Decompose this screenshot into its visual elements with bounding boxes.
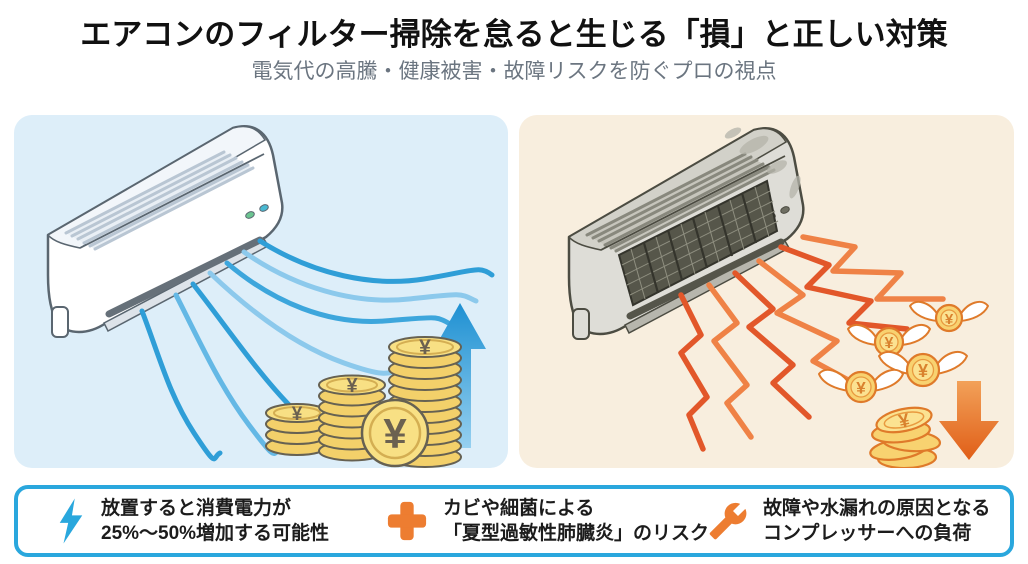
clean-ac-illustration: ¥ ¥ — [48, 126, 495, 468]
flying-coins: ¥ ¥ ¥ ¥ — [818, 300, 989, 404]
down-arrow-icon — [939, 381, 999, 460]
risk-summary-bar: 放置すると消費電力が 25%〜50%増加する可能性 カビや細菌による 「夏型過敏… — [14, 485, 1014, 557]
wrench-icon — [708, 501, 748, 541]
risk-item-health-text: カビや細菌による 「夏型過敏性肺臓炎」のリスク — [443, 498, 710, 544]
messy-coin-pile: ¥ — [869, 406, 942, 468]
clean-ac-panel: ¥ ¥ — [14, 115, 508, 468]
dirty-filter-mesh — [617, 179, 779, 307]
lightning-icon — [56, 498, 86, 544]
page-subtitle: 電気代の高騰・健康被害・故障リスクを防ぐプロの視点 — [251, 60, 777, 83]
cool-airflow-lines — [139, 238, 495, 462]
svg-text:¥: ¥ — [856, 379, 866, 398]
svg-text:¥: ¥ — [897, 410, 912, 433]
dirt-patches — [724, 127, 801, 199]
risk-item-power: 放置すると消費電力が 25%〜50%増加する可能性 — [56, 496, 386, 546]
header: エアコンのフィルター掃除を怠ると生じる「損」と正しい対策 電気代の高騰・健康被害… — [0, 0, 1028, 86]
svg-text:¥: ¥ — [383, 410, 407, 457]
svg-text:¥: ¥ — [346, 375, 358, 397]
coin-stacks: ¥ ¥ — [265, 336, 462, 468]
risk-item-health: カビや細菌による 「夏型過敏性肺臓炎」のリスク — [386, 496, 710, 546]
risk-item-breakdown-text: 故障や水漏れの原因となる コンプレッサーへの負荷 — [763, 498, 991, 544]
svg-text:¥: ¥ — [918, 361, 928, 381]
air-conditioner-dirty — [569, 127, 804, 339]
svg-text:¥: ¥ — [419, 336, 431, 359]
big-yen-coin: ¥ — [360, 398, 430, 468]
medical-cross-icon — [386, 500, 428, 542]
svg-text:¥: ¥ — [945, 311, 954, 328]
dirty-ac-panel: ¥ ¥ ¥ ¥ — [519, 115, 1014, 468]
page-title: エアコンのフィルター掃除を怠ると生じる「損」と正しい対策 — [80, 17, 948, 52]
risk-item-power-text: 放置すると消費電力が 25%〜50%増加する可能性 — [101, 498, 330, 544]
risk-item-breakdown: 故障や水漏れの原因となる コンプレッサーへの負荷 — [708, 496, 1008, 546]
svg-text:¥: ¥ — [885, 335, 894, 352]
dirty-ac-illustration: ¥ ¥ ¥ ¥ — [569, 127, 999, 468]
svg-text:¥: ¥ — [292, 404, 303, 425]
